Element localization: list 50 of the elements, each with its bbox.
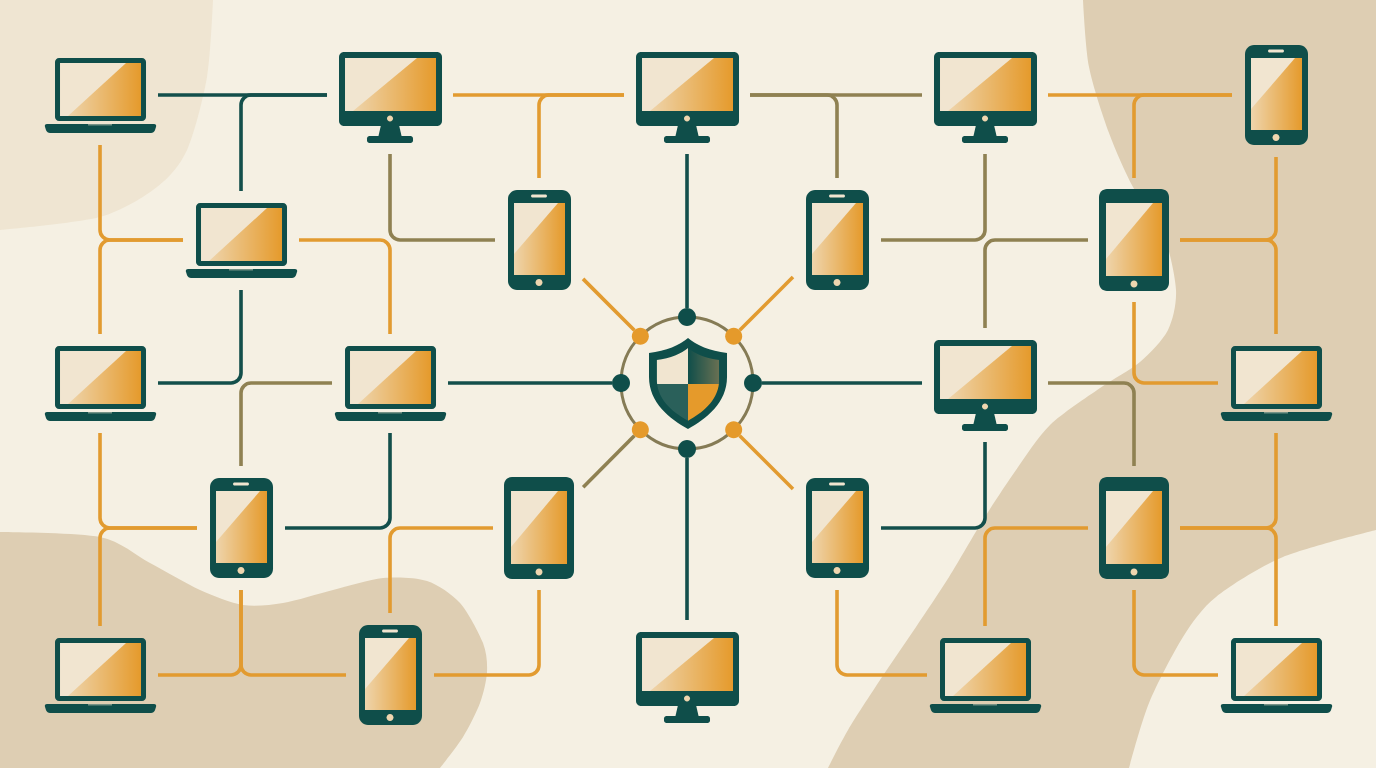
connector-line — [581, 434, 636, 489]
connector-line — [738, 275, 795, 332]
monitor-icon — [339, 52, 442, 143]
phone-icon — [806, 190, 869, 290]
phone-icon — [359, 625, 422, 725]
connector-line — [750, 93, 839, 178]
laptop-icon — [1220, 638, 1333, 713]
monitor-icon — [636, 52, 739, 143]
phone-icon — [210, 478, 273, 578]
phone-icon — [508, 190, 571, 290]
monitor-icon — [636, 632, 739, 723]
tablet-icon — [504, 477, 574, 579]
phone-icon — [806, 478, 869, 578]
connector-line — [434, 590, 541, 677]
laptop-icon — [334, 346, 447, 421]
connector-line — [98, 526, 197, 626]
connector-line — [285, 433, 392, 530]
tablet-icon — [1099, 477, 1169, 579]
connector-line — [1132, 93, 1232, 178]
connector-line — [537, 93, 624, 178]
connector-line — [388, 526, 493, 613]
laptop-icon — [929, 638, 1042, 713]
connector-line — [448, 381, 612, 385]
connector-line — [239, 381, 332, 466]
connector-line — [158, 290, 243, 385]
laptop-icon — [44, 58, 157, 133]
laptop-icon — [185, 203, 298, 278]
connector-line — [98, 238, 183, 334]
connector-line — [1180, 526, 1278, 626]
phone-icon — [1245, 45, 1308, 145]
connector-line — [983, 238, 1088, 328]
laptop-icon — [44, 346, 157, 421]
monitor-icon — [934, 340, 1037, 431]
connector-line — [1048, 381, 1136, 466]
laptop-icon — [1220, 346, 1333, 421]
monitor-icon — [934, 52, 1037, 143]
connector-line — [738, 434, 795, 491]
connector-line — [1132, 302, 1218, 385]
tablet-icon — [1099, 189, 1169, 291]
laptop-icon — [44, 638, 157, 713]
connector-line — [1132, 590, 1218, 677]
connector-line — [239, 93, 327, 191]
connector-line — [762, 381, 922, 385]
connector-line — [299, 238, 392, 334]
connector-line — [983, 526, 1088, 626]
connector-line — [239, 590, 346, 677]
connector-line — [835, 590, 927, 677]
connector-line — [1180, 238, 1278, 334]
connector-line — [685, 458, 689, 620]
connector-line — [581, 277, 636, 332]
